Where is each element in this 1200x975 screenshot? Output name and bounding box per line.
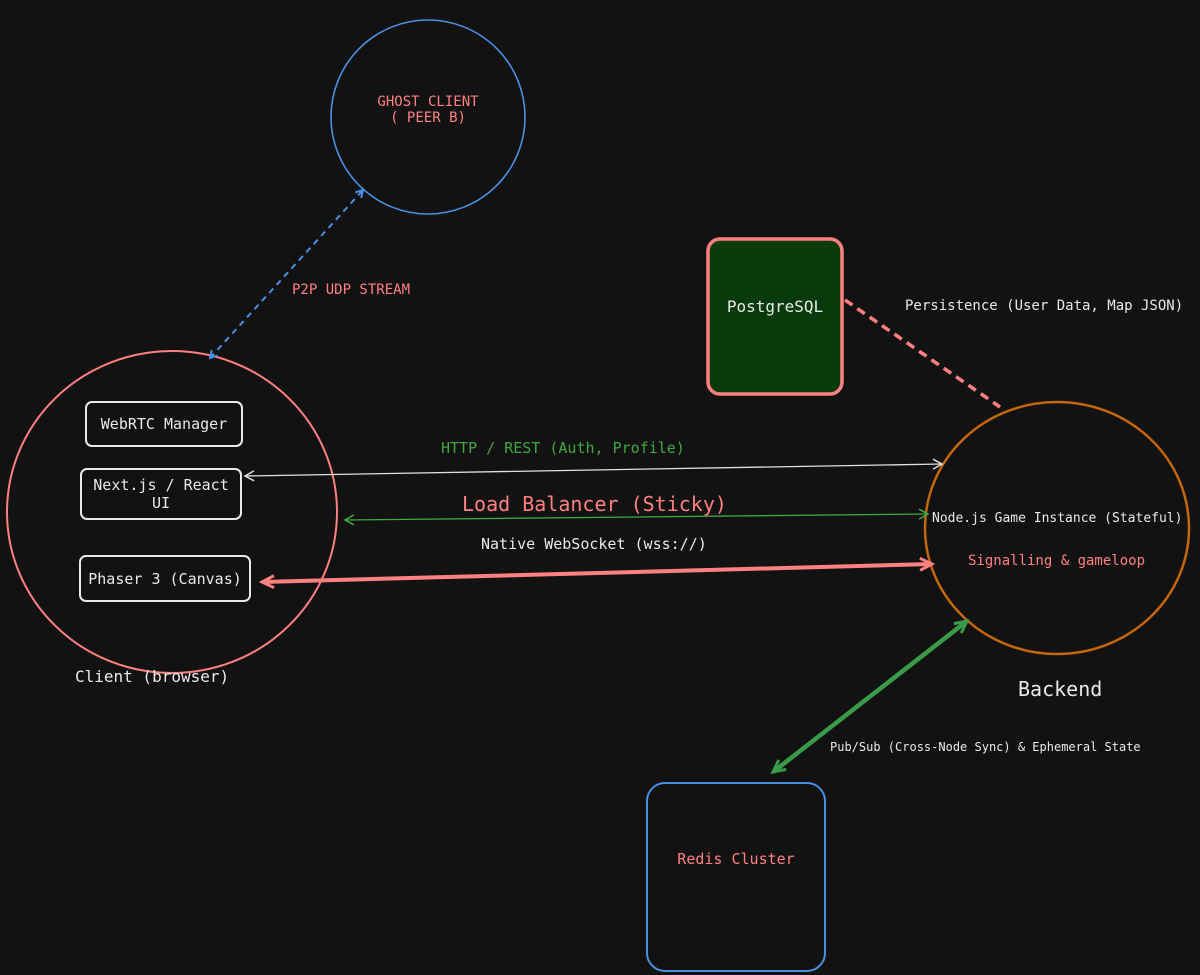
ghost-client-line1: GHOST CLIENT [377,94,479,110]
postgresql-label: PostgreSQL [726,297,824,316]
redis-cluster-node [646,782,826,972]
pubsub-arrow [773,621,967,772]
signalling-gameloop-label: Signalling & gameloop [968,553,1146,569]
http-rest-label: HTTP / REST (Auth, Profile) [441,439,685,457]
p2p-udp-arrow [210,190,363,358]
load-balancer-arrow [343,508,930,526]
nextjs-react-component: Next.js / React UI [80,468,242,520]
persistence-link [844,298,1001,409]
persistence-label: Persistence (User Data, Map JSON) [905,298,1184,314]
websocket-label: Native WebSocket (wss://) [481,535,707,553]
p2p-label: P2P UDP STREAM [292,282,411,298]
ghost-client-line2: ( PEER B) [390,110,466,127]
redis-cluster-label: Redis Cluster [677,850,795,868]
backend-caption: Backend [1018,677,1103,701]
postgresql-node [706,237,844,396]
phaser-canvas-component: Phaser 3 (Canvas) [79,555,251,602]
nextjs-label-line2: UI [151,494,171,512]
pubsub-label: Pub/Sub (Cross-Node Sync) & Ephemeral St… [830,740,1141,754]
ghost-client-title: GHOST CLIENT ( PEER B) [338,94,518,126]
backend-node [923,400,1191,656]
ghost-client-node [330,19,526,215]
http-rest-arrow [243,458,944,482]
load-balancer-label: Load Balancer (Sticky) [462,492,727,516]
client-caption: Client (browser) [75,667,230,686]
nextjs-label-line1: Next.js / React [93,476,229,494]
webrtc-manager-component: WebRTC Manager [85,401,243,447]
websocket-arrow [262,564,932,582]
client-browser-node [6,350,338,674]
node-game-instance-label: Node.js Game Instance (Stateful) [932,511,1183,526]
